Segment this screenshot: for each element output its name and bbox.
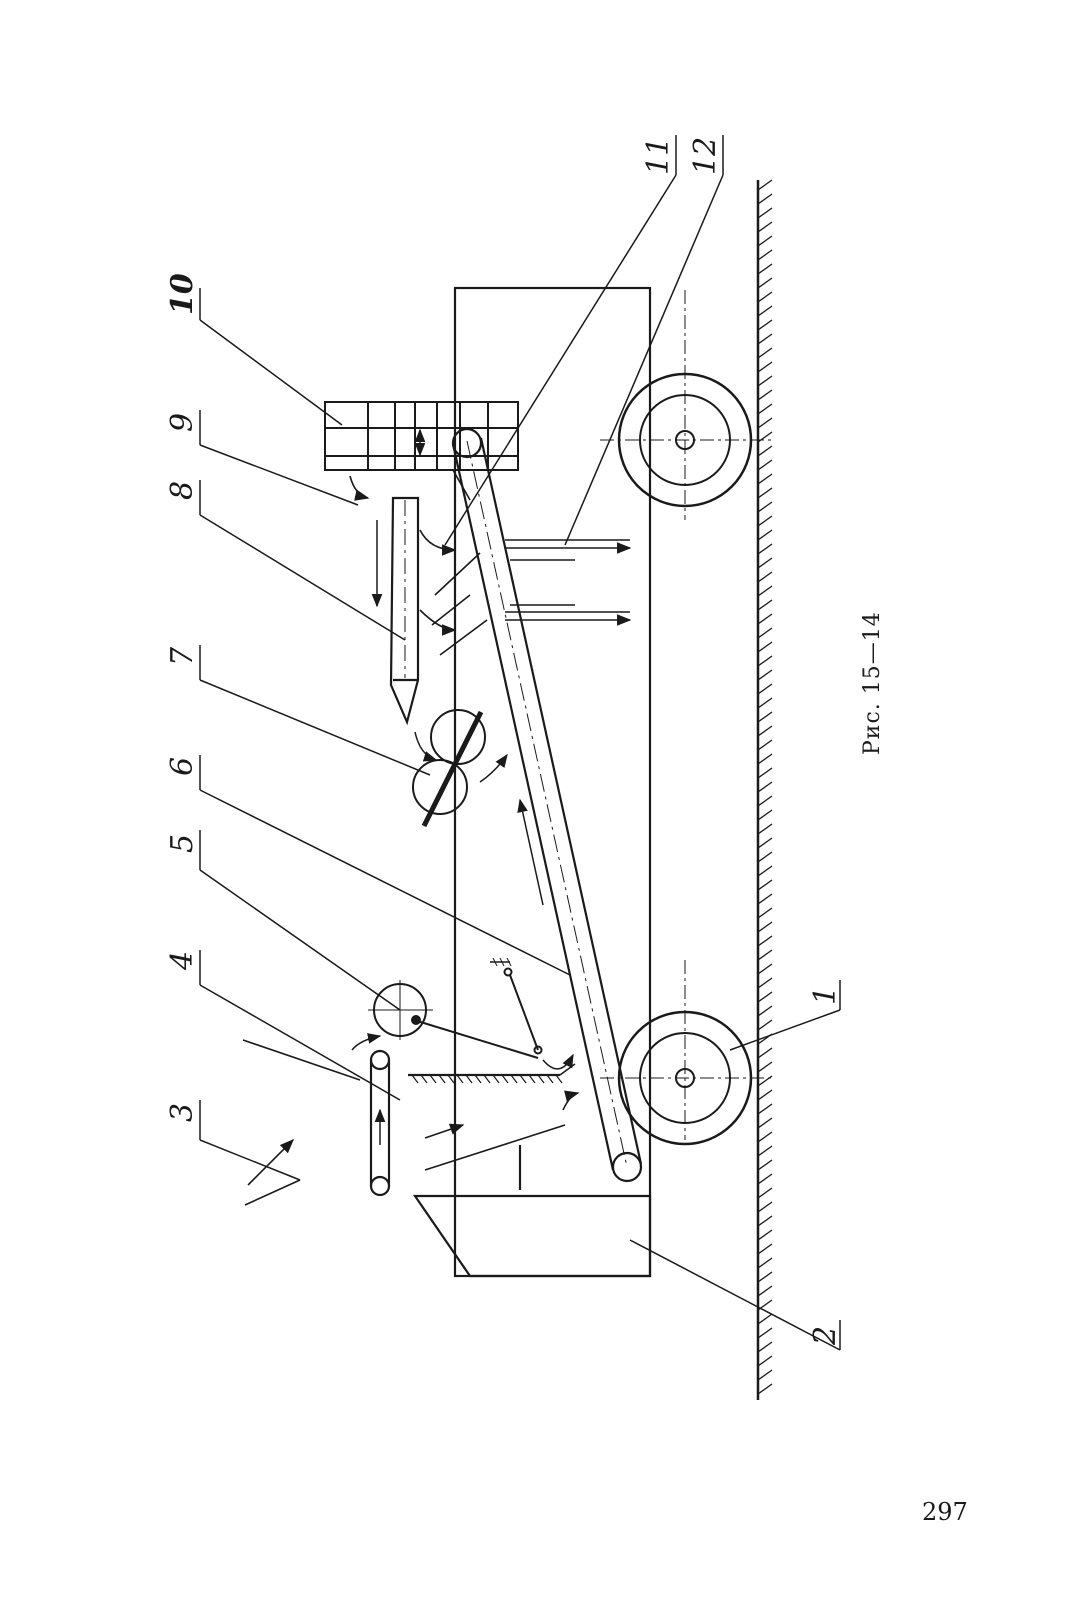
leader-lines (199, 135, 841, 1351)
flow-arrows (242, 469, 632, 1206)
inclined-conveyor (451, 427, 643, 1183)
label-1: 1 (808, 986, 843, 1005)
separator-drum (324, 401, 519, 471)
ground (756, 179, 773, 1400)
label-5: 5 (165, 834, 200, 853)
machine-frame (453, 286, 652, 1278)
feeder-conveyor (351, 1033, 391, 1197)
label-6: 6 (165, 757, 200, 776)
label-7: 7 (165, 646, 200, 666)
roller-pair (412, 709, 508, 828)
shaker-drum (368, 957, 574, 1070)
front-wheel (600, 960, 775, 1146)
label-2: 2 (808, 1326, 843, 1346)
label-11: 11 (641, 137, 676, 175)
bunker (412, 1194, 652, 1278)
label-12: 12 (688, 137, 723, 175)
label-8: 8 (165, 481, 200, 500)
upper-tray (371, 496, 420, 726)
label-4: 4 (165, 951, 200, 971)
figure-caption: Рис. 15—14 (860, 611, 885, 755)
hatched-wall (408, 1063, 576, 1084)
rear-wheel (600, 290, 775, 520)
label-9: 9 (165, 413, 200, 432)
label-10: 10 (165, 273, 200, 315)
callout-labels: 3 4 5 6 7 8 9 10 11 12 1 2 (165, 137, 843, 1346)
page-number: 297 (922, 1498, 968, 1526)
label-3: 3 (165, 1103, 200, 1122)
